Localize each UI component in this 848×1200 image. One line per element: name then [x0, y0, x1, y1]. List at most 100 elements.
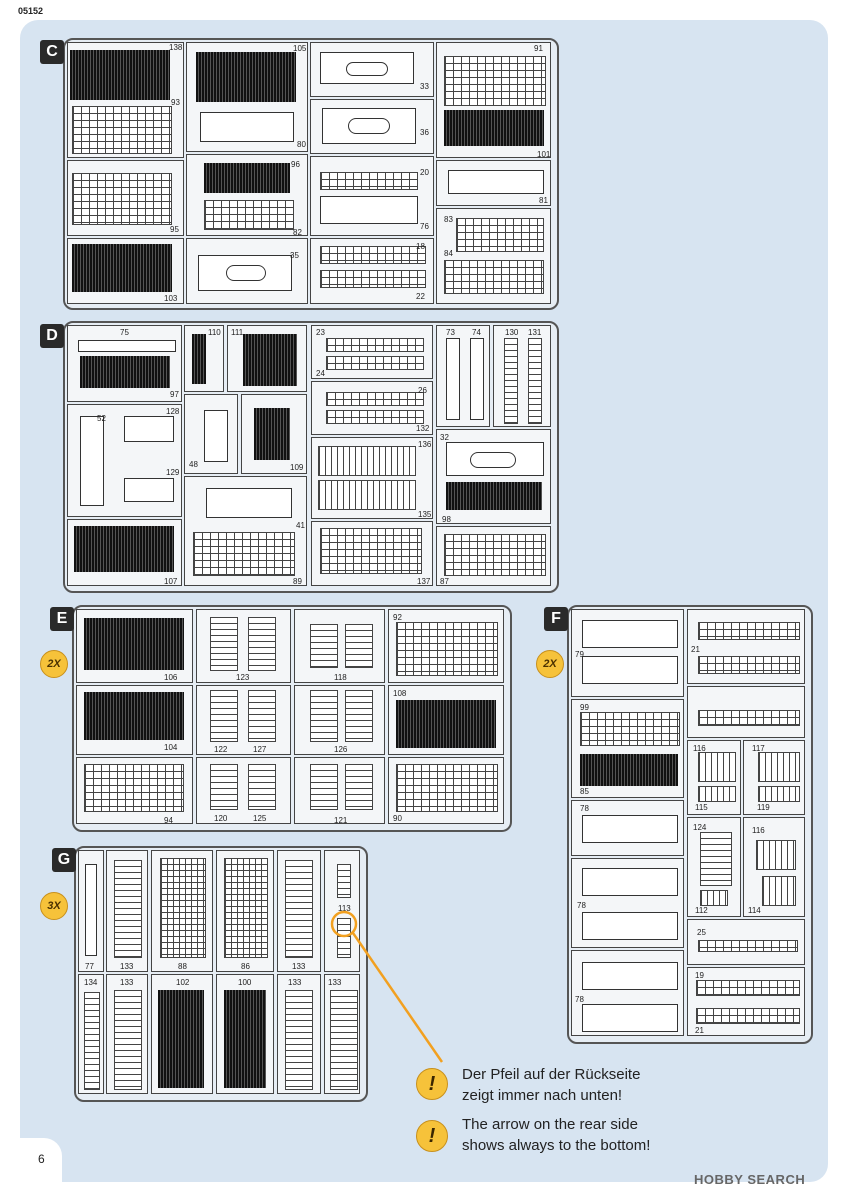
part-number: 73 — [446, 328, 455, 337]
part-shape — [582, 868, 678, 896]
part-shape — [580, 754, 678, 786]
part-number: 18 — [416, 242, 425, 251]
part-shape — [758, 786, 800, 802]
part-number: 21 — [695, 1026, 704, 1035]
part-shape — [448, 170, 544, 194]
part-shape — [72, 106, 172, 154]
part-number: 113 — [338, 904, 351, 913]
part-cell — [311, 325, 433, 379]
part-number: 127 — [253, 745, 267, 754]
part-shape — [456, 218, 544, 252]
part-number: 97 — [170, 390, 179, 399]
part-shape — [345, 764, 373, 810]
part-shape — [318, 480, 416, 510]
part-slot — [348, 118, 390, 134]
part-shape — [74, 526, 174, 572]
part-number: 136 — [418, 440, 432, 449]
part-number: 134 — [84, 978, 98, 987]
part-shape — [210, 617, 238, 671]
part-shape — [444, 534, 546, 576]
part-number: 84 — [444, 249, 453, 258]
part-number: 131 — [528, 328, 542, 337]
part-number: 116 — [693, 744, 706, 753]
part-number: 106 — [164, 673, 178, 682]
part-number: 132 — [416, 424, 430, 433]
part-shape — [326, 392, 424, 406]
part-shape — [582, 962, 678, 990]
part-cell — [311, 381, 433, 435]
part-number: 126 — [334, 745, 348, 754]
part-number: 89 — [293, 577, 302, 586]
note-german-line2: zeigt immer nach unten! — [462, 1087, 623, 1104]
part-shape — [160, 858, 206, 958]
part-shape — [248, 617, 276, 671]
part-number: 133 — [292, 962, 306, 971]
part-shape — [337, 864, 351, 898]
part-shape — [345, 624, 373, 668]
part-shape — [528, 338, 542, 424]
part-shape — [345, 690, 373, 742]
part-shape — [444, 110, 544, 146]
part-number: 93 — [171, 98, 180, 107]
part-number: 76 — [420, 222, 429, 231]
part-cell — [493, 325, 551, 427]
part-number: 36 — [420, 128, 429, 137]
part-number: 119 — [757, 803, 770, 812]
part-number: 98 — [442, 515, 451, 524]
part-shape — [204, 410, 228, 462]
part-number: 138 — [169, 43, 183, 52]
part-shape — [318, 446, 416, 476]
part-number: 79 — [575, 650, 584, 659]
sprue-label-c: C — [40, 40, 64, 64]
multiplier-badge-f: 2X — [536, 650, 564, 678]
part-shape — [192, 334, 206, 384]
part-shape — [330, 990, 358, 1090]
part-number: 80 — [297, 140, 306, 149]
part-number: 108 — [393, 689, 407, 698]
part-number: 94 — [164, 816, 173, 825]
multiplier-badge-e: 2X — [40, 650, 68, 678]
part-shape — [326, 410, 424, 424]
part-shape — [84, 764, 184, 812]
part-shape — [80, 416, 104, 506]
part-shape — [758, 752, 800, 782]
part-shape — [698, 786, 736, 802]
note-german: Der Pfeil auf der Rückseite zeigt immer … — [462, 1064, 640, 1106]
part-cell — [294, 609, 385, 683]
part-shape — [204, 163, 290, 193]
part-shape — [210, 690, 238, 742]
part-number: 90 — [393, 814, 402, 823]
part-shape — [84, 618, 184, 670]
part-number: 26 — [418, 386, 427, 395]
part-slot — [470, 452, 516, 468]
part-slot — [346, 62, 388, 76]
part-number: 125 — [253, 814, 267, 823]
part-number: 107 — [164, 577, 178, 586]
part-shape — [210, 764, 238, 810]
part-shape — [200, 112, 294, 142]
part-shape — [320, 172, 418, 190]
part-shape — [396, 622, 498, 676]
watermark: HOBBY SEARCH — [694, 1172, 806, 1187]
document-id: 05152 — [18, 6, 44, 16]
part-number: 124 — [693, 823, 707, 832]
part-number: 22 — [416, 292, 425, 301]
part-number: 95 — [170, 225, 179, 234]
sprue-label-e: E — [50, 607, 74, 631]
part-shape — [204, 200, 294, 230]
part-number: 20 — [420, 168, 429, 177]
part-shape — [196, 52, 296, 102]
part-shape — [698, 940, 798, 952]
part-shape — [700, 832, 732, 886]
part-number: 77 — [85, 962, 94, 971]
part-number: 102 — [176, 978, 190, 987]
part-shape — [698, 752, 736, 782]
part-number: 130 — [505, 328, 519, 337]
part-shape — [72, 173, 172, 225]
part-number: 123 — [236, 673, 250, 682]
part-number: 32 — [440, 433, 449, 442]
page-number: 6 — [38, 1152, 45, 1166]
part-number: 87 — [440, 577, 449, 586]
part-shape — [310, 764, 338, 810]
part-number: 81 — [539, 196, 548, 205]
